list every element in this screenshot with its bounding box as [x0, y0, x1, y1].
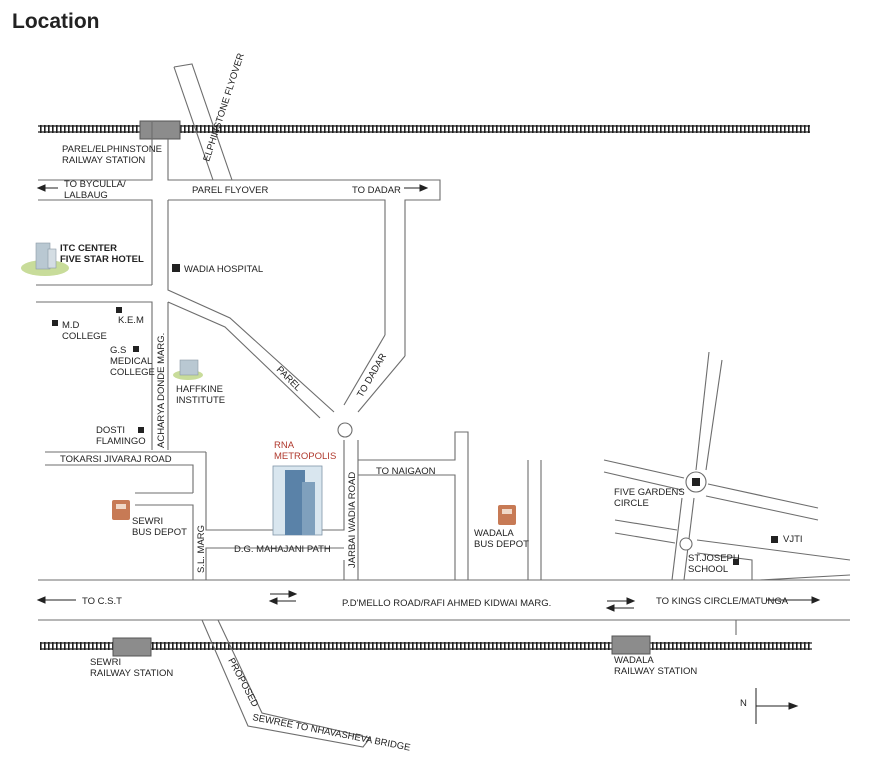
haffkine-building-icon [173, 359, 203, 380]
kem-label: K.E.M [118, 315, 144, 326]
sewri-station-marker [112, 637, 152, 657]
compass-n-label: N [740, 698, 747, 709]
wadia-hospital-marker [172, 264, 180, 272]
pd-mello-label: P.D'MELLO ROAD/RAFI AHMED KIDWAI MARG. [342, 598, 551, 609]
jarbai-label: JARBAI WADIA ROAD [347, 472, 358, 568]
to-naigaon-label: TO NAIGAON [376, 466, 436, 477]
dosti-marker [138, 427, 144, 433]
to-dadar-diag-label: TO DADAR [355, 352, 389, 400]
parel-flyover-label: PAREL FLYOVER [192, 185, 269, 196]
to-dadar-top-label: TO DADAR [352, 185, 401, 196]
tokarsi-label: TOKARSI JIVARAJ ROAD [60, 454, 172, 465]
st-joseph-roundabout [679, 537, 693, 551]
md-college-marker [52, 320, 58, 326]
rna-metropolis-tower-image [272, 465, 323, 536]
bridge-proposed-label: PROPOSED [225, 656, 260, 709]
road-network [36, 63, 851, 748]
kem-marker [116, 307, 122, 313]
sl-marg-label: S.L. MARG [196, 525, 207, 573]
itc-building-icon [21, 242, 69, 276]
parel-road-label: PAREL [274, 364, 303, 393]
gs-medical-marker [133, 346, 139, 352]
to-byculla-label: TO BYCULLA/LALBAUG [64, 179, 126, 201]
five-gardens-marker [692, 478, 700, 486]
compass-icon [755, 688, 799, 724]
wadala-bus-icon [498, 505, 516, 525]
dg-mahajani-label: D.G. MAHAJANI PATH [234, 544, 331, 555]
parel-roundabout [337, 422, 353, 438]
wadala-station-marker [611, 635, 651, 655]
to-kings-circle-label: TO KINGS CIRCLE/MATUNGA [656, 596, 789, 607]
elphinstone-flyover-label: ELPHINSTONE FLYOVER [201, 52, 246, 163]
direction-arrows [36, 184, 821, 612]
railway-bottom [40, 642, 812, 650]
page-title: Location [12, 10, 100, 33]
wadia-hospital-label: WADIA HOSPITAL [184, 264, 263, 275]
st-joseph-marker [733, 559, 739, 565]
vjti-label: VJTI [783, 534, 803, 545]
vjti-marker [771, 536, 778, 543]
acharya-donde-label: ACHARYA DONDE MARG. [156, 333, 167, 448]
bridge-name-label: SEWREE TO NHAVASHEVA BRIDGE [251, 712, 411, 753]
to-cst-label: TO C.S.T [82, 596, 122, 607]
parel-station-marker [139, 120, 181, 140]
sewri-bus-icon [112, 500, 130, 520]
